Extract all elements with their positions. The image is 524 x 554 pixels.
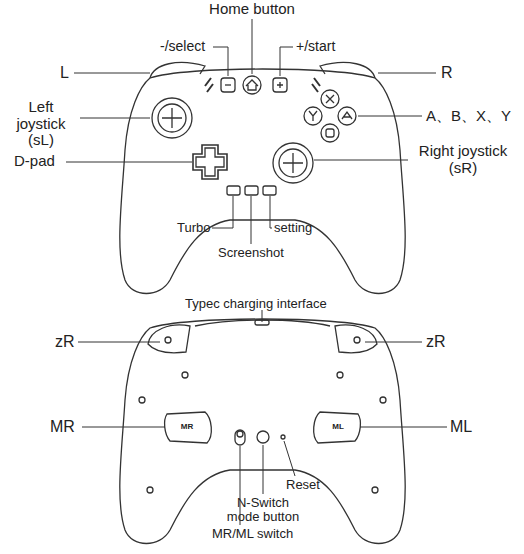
- part-label: MR/ML switch: [212, 527, 293, 541]
- part-label: R: [441, 64, 453, 82]
- part-label: Right joystick (sR): [408, 143, 518, 176]
- part-label: Home button: [200, 1, 304, 18]
- part-label: zR: [55, 333, 75, 351]
- part-label: MR: [50, 418, 75, 436]
- part-label: Turbo: [177, 221, 210, 235]
- part-label: Screenshot: [218, 246, 284, 260]
- part-label: Reset: [286, 478, 320, 492]
- part-label: Left joystick (sL): [2, 99, 80, 149]
- front-view: [66, 19, 436, 294]
- part-label: N-Switch mode button: [223, 496, 303, 525]
- back-view: [78, 310, 447, 544]
- part-label: ML: [323, 423, 353, 432]
- part-label: Typec charging interface: [185, 297, 327, 311]
- part-label: L: [60, 64, 69, 82]
- part-label: +/start: [296, 39, 335, 54]
- part-label: D-pad: [14, 153, 55, 170]
- part-label: A、B、X、Y: [426, 108, 511, 125]
- part-label: MR: [172, 423, 202, 432]
- part-label: ML: [450, 418, 472, 436]
- part-label: -/select: [160, 39, 205, 54]
- part-label: setting: [274, 221, 312, 235]
- part-label: zR: [426, 333, 446, 351]
